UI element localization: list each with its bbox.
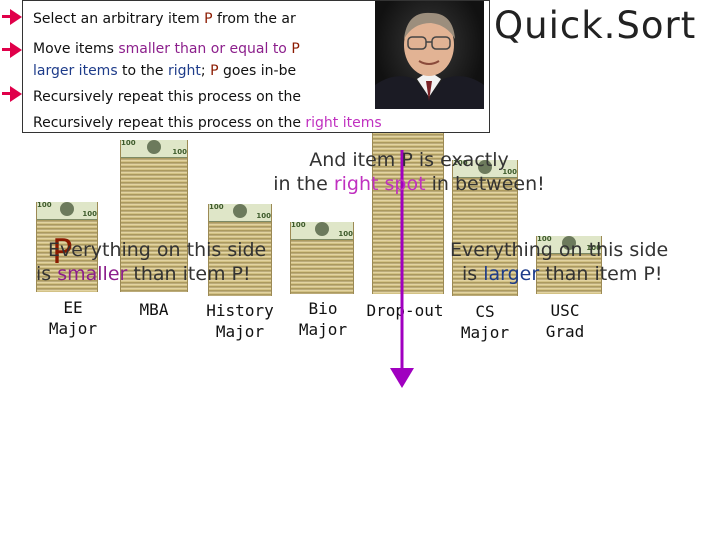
slide-title: Quick.Sort <box>494 4 696 47</box>
label-bio-major: Bio Major <box>288 298 358 340</box>
callout-left: Everything on this side is smaller than … <box>36 238 336 286</box>
step-4: Recursively repeat this process on the <box>33 89 301 105</box>
callout-right-line2: is larger than item P! <box>450 262 718 286</box>
label-cs-major: CS Major <box>452 301 518 343</box>
callout-left-line2: is smaller than item P! <box>36 262 336 286</box>
label-ee-major: EE Major <box>40 297 106 339</box>
callout-left-line1: Everything on this side <box>36 238 336 262</box>
callout-center-line2: in the right spot in between! <box>244 172 574 196</box>
step-1: Select an arbitrary item P from the ar <box>33 11 296 27</box>
bullet-arrow-1 <box>2 15 18 18</box>
callout-center-line1: And item P is exactly <box>244 148 574 172</box>
label-usc-grad: USC Grad <box>532 300 598 342</box>
bullet-arrow-3 <box>2 92 18 95</box>
label-mba: MBA <box>122 299 186 320</box>
step-2: Move items smaller than or equal to P <box>33 41 300 57</box>
bullet-arrow-2 <box>2 48 18 51</box>
step-3: larger items to the right; P goes in-be <box>33 63 296 79</box>
step-5: Recursively repeat this process on the r… <box>33 115 382 131</box>
portrait-photo <box>375 1 484 109</box>
callout-center: And item P is exactly in the right spot … <box>244 148 574 196</box>
steps-box: Select an arbitrary item P from the ar M… <box>22 0 490 133</box>
callout-right: Everything on this side is larger than i… <box>450 238 718 286</box>
callout-right-line1: Everything on this side <box>450 238 718 262</box>
label-history-major: History Major <box>198 300 282 342</box>
